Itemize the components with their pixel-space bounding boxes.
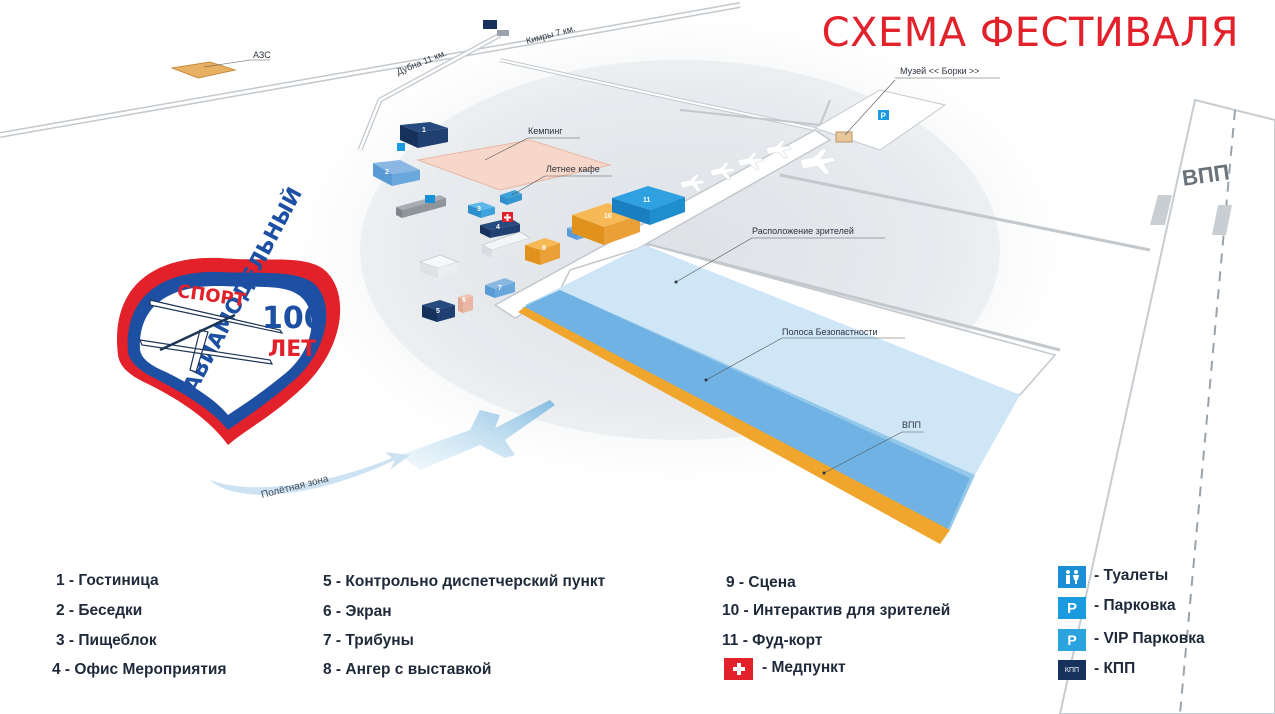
vip-parking-icon: P (1058, 629, 1086, 651)
logo-heart-white (139, 285, 312, 415)
toilet-icon (1058, 566, 1086, 588)
medpunkt-icon (724, 658, 753, 680)
legend-item: 4 - Офис Мероприятия (52, 661, 227, 678)
legend-item-parking: - Парковка (1094, 597, 1176, 614)
legend-item-toilet: - Туалеты (1094, 567, 1169, 584)
page-title: СХЕМА ФЕСТИВАЛЯ (821, 10, 1239, 56)
legend-item-medpunkt: - Медпункт (762, 659, 846, 676)
legend-item: 2 - Беседки (56, 602, 143, 619)
spectators-label: Расположение зрителей (752, 226, 854, 236)
svg-text:4: 4 (496, 224, 500, 231)
legend-item: 6 - Экран (323, 603, 392, 620)
svg-text:7: 7 (498, 285, 502, 292)
parking-icon: P (1058, 597, 1086, 619)
flight-zone-arrow (210, 452, 410, 495)
azs-building (170, 61, 237, 79)
camping-label: Кемпинг (528, 126, 563, 136)
building-1-label: 1 (422, 127, 426, 134)
logo-years-num: 100 (262, 301, 325, 336)
flight-plane-shadow (400, 400, 555, 470)
runway-band (522, 290, 970, 535)
runway-label: ВПП (902, 420, 921, 430)
roads (0, 2, 1151, 352)
svg-text:5: 5 (436, 308, 440, 315)
legend-item: 7 - Трибуны (323, 632, 414, 649)
runway-edge (518, 307, 950, 544)
svg-text:10: 10 (604, 213, 612, 220)
svg-text:11: 11 (643, 197, 651, 204)
museum-parking-icon (878, 110, 889, 120)
buildings: 1 2 3 4 (373, 122, 685, 322)
spectators-zone (525, 245, 1020, 475)
checkpoint-icon: КПП (1058, 660, 1086, 680)
svg-text:8: 8 (542, 245, 546, 252)
svg-text:3: 3 (477, 206, 481, 213)
legend-item-vip-parking: - VIP Парковка (1094, 630, 1205, 647)
legend-item: 3 - Пищеблок (56, 632, 157, 649)
camping-area (416, 139, 612, 191)
azs-label: АЗС (253, 50, 271, 60)
legend-item: 11 - Фуд-корт (722, 632, 823, 649)
legend-item-checkpoint: - КПП (1094, 660, 1136, 677)
svg-text:2: 2 (385, 169, 389, 176)
logo-years-word: ЛЕТ (268, 337, 316, 362)
svg-text:6: 6 (462, 297, 466, 304)
legend-item: 5 - Контрольно диспетчерский пункт (323, 573, 606, 590)
legend-item: 10 - Интерактив для зрителей (722, 602, 951, 619)
main-runway: ВПП (1058, 98, 1275, 714)
safety-strip-label: Полоса Безопастности (782, 327, 878, 337)
svg-text:P: P (881, 112, 887, 121)
legend-item: 8 - Ангер с выставкой (323, 661, 492, 678)
parked-planes (679, 139, 837, 193)
legend-item: 9 - Сцена (726, 574, 796, 591)
museum-label: Музей << Борки >> (900, 66, 980, 76)
summer-cafe-label: Летнее кафе (546, 164, 600, 174)
logo-glider (139, 299, 284, 373)
legend-item: 1 - Гостиница (56, 572, 159, 589)
